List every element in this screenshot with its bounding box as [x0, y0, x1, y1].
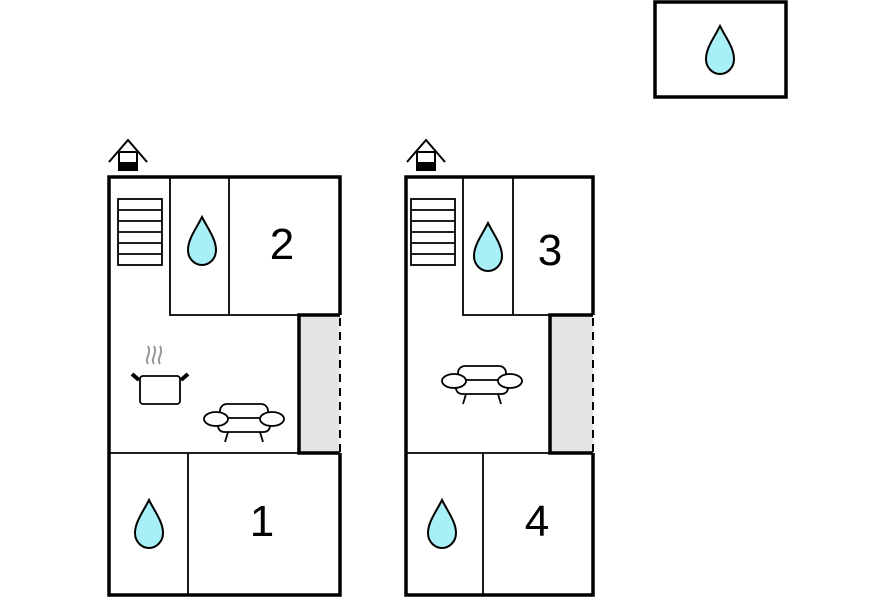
stairs-icon	[117, 198, 163, 266]
building-left: 2 1	[107, 139, 342, 597]
water-drop-icon	[187, 216, 217, 266]
separate-bathroom	[653, 0, 788, 99]
sofa-icon	[203, 403, 285, 443]
water-drop-icon	[134, 499, 164, 549]
cooking-pot-icon	[130, 344, 190, 406]
house-entrance-icon	[406, 139, 446, 171]
terrace	[550, 315, 593, 453]
room-label-2: 2	[270, 220, 294, 269]
water-drop-icon	[427, 499, 457, 549]
room-label-4: 4	[525, 497, 549, 546]
water-drop-icon	[705, 25, 735, 75]
room-label-3: 3	[538, 226, 562, 275]
house-entrance-icon	[108, 139, 148, 171]
water-drop-icon	[473, 222, 503, 272]
terrace	[299, 315, 340, 453]
room-label-1: 1	[250, 497, 274, 546]
building-right: 3 4	[404, 139, 595, 597]
stairs-icon	[410, 198, 456, 266]
sofa-icon	[441, 365, 523, 405]
